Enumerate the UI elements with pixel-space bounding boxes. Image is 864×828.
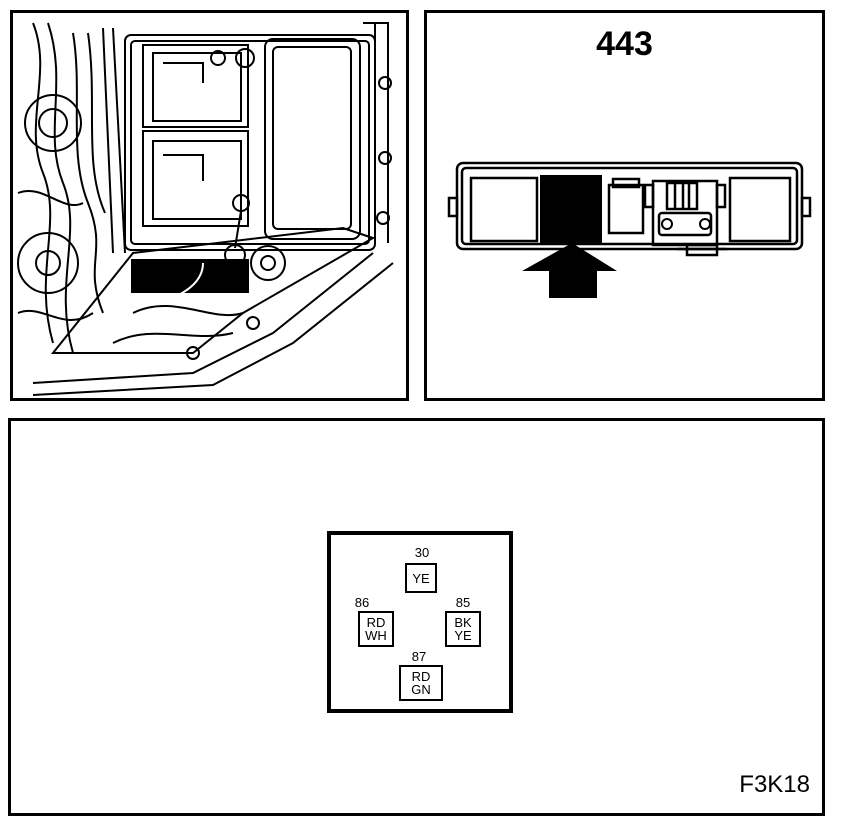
relay-443-highlight xyxy=(540,175,602,245)
pin-30-wire-color: YE xyxy=(405,563,437,593)
pin-87-wire-color: RD GN xyxy=(399,665,443,701)
relay-box-panel: 443 xyxy=(424,10,825,401)
wire-color-label: YE xyxy=(412,570,430,586)
pin-number-87: 87 xyxy=(411,649,427,664)
wire-color-label: RD xyxy=(411,669,431,684)
pin-number-86: 86 xyxy=(354,595,370,610)
relay-pinout-panel: 30 YE 86 RD WH 85 BK YE 87 RD GN F3K18 xyxy=(8,418,825,816)
relay-pinout-frame: 30 YE 86 RD WH 85 BK YE 87 RD GN xyxy=(327,531,513,713)
wire-color-label: BK xyxy=(454,615,472,630)
wire-color-label: YE xyxy=(454,628,472,643)
up-arrow-icon xyxy=(522,243,617,298)
pin-number-30: 30 xyxy=(414,545,430,560)
figure-code: F3K18 xyxy=(739,771,810,798)
relay-box-diagram xyxy=(447,161,812,298)
pin-number-85: 85 xyxy=(455,595,471,610)
engine-bay-illustration xyxy=(17,22,394,396)
pin-86-wire-color: RD WH xyxy=(358,611,394,647)
pin-85-wire-color: BK YE xyxy=(445,611,481,647)
wire-color-label: GN xyxy=(411,682,431,697)
engine-bay-panel xyxy=(10,10,409,401)
component-number: 443 xyxy=(596,25,653,63)
wire-color-label: RD xyxy=(366,615,386,630)
wire-color-label: WH xyxy=(365,628,387,643)
